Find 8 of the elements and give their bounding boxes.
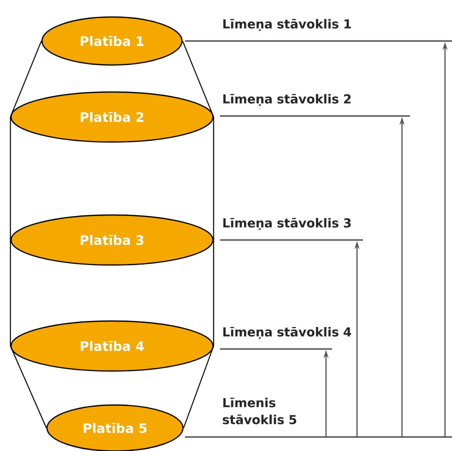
level-label: Līmeņa stāvoklis 1 [223, 18, 351, 31]
level-label: Līmeņa stāvoklis 3 [223, 218, 351, 230]
level-label: Līmeņa stāvoklis 4 [223, 326, 352, 339]
tank-side-line [10, 240, 214, 346]
tank-side-line [10, 40, 214, 118]
level-label: Līmenis stāvoklis 5 [222, 398, 296, 424]
tank-side-line [10, 116, 214, 240]
tank-side-line [10, 346, 214, 428]
